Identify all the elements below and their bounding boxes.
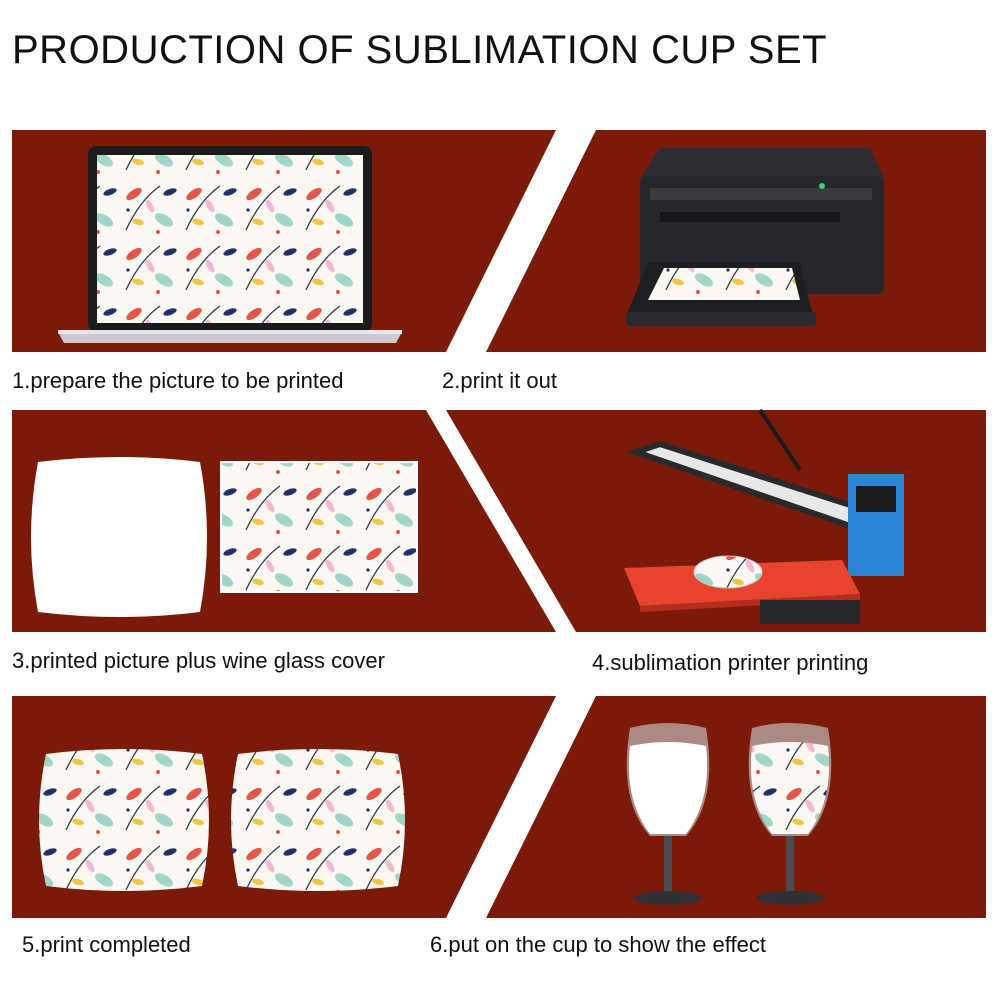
step-5-caption: 5.print completed (22, 932, 191, 957)
heat-press-illustration (624, 408, 904, 624)
step-6-caption: 6.put on the cup to show the effect (430, 932, 766, 957)
step-3-caption: 3.printed picture plus wine glass cover (12, 648, 385, 673)
laptop-illustration (58, 146, 402, 343)
printed-covers (39, 749, 405, 891)
step-2-caption: 2.print it out (442, 368, 557, 393)
step-4-caption: 4.sublimation printer printing (592, 650, 869, 675)
step-4-panel (446, 410, 986, 632)
page-title: PRODUCTION OF SUBLIMATION CUP SET (12, 28, 828, 72)
blank-cover-and-print (31, 457, 418, 617)
printer-illustration (626, 148, 884, 326)
wine-glasses (626, 723, 832, 905)
step-6-panel (486, 696, 986, 918)
step-1-caption: 1.prepare the picture to be printed (12, 368, 344, 393)
